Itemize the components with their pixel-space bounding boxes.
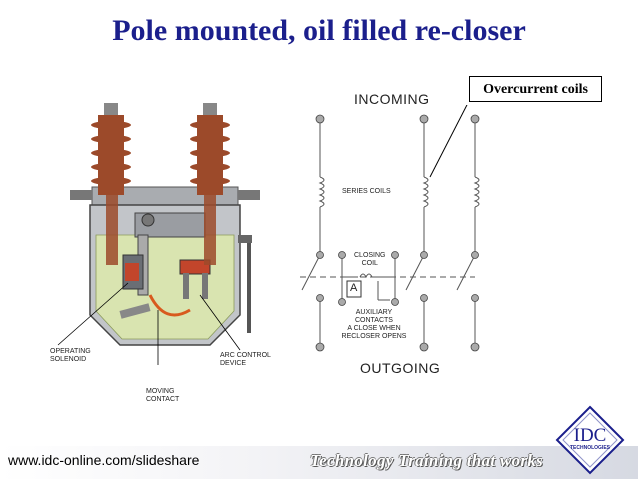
footer-tagline: Technology Training that works — [310, 451, 544, 470]
label-moving-contact: MOVING CONTACT — [146, 388, 180, 403]
slide-title: Pole mounted, oil filled re-closer — [112, 14, 526, 47]
label-series-coils: SERIES COILS — [342, 188, 391, 195]
footer-bar — [0, 446, 638, 479]
label-closing-coil: CLOSING COIL — [354, 252, 386, 267]
label-arc-control-device: ARC CONTROL DEVICE — [220, 352, 271, 367]
logo-subtext: TECHNOLOGIES — [569, 445, 610, 451]
coil-symbol-a: A — [350, 282, 358, 294]
label-auxiliary-contacts: AUXILIARY CONTACTS A CLOSE WHEN RECLOSER… — [341, 309, 407, 340]
label-outgoing: OUTGOING — [360, 360, 441, 376]
label-incoming: INCOMING — [354, 91, 430, 107]
recloser-illustration — [57, 103, 260, 365]
idc-logo-icon — [555, 405, 625, 475]
recloser-schematic — [300, 105, 480, 352]
label-operating-solenoid: OPERATING SOLENOID — [50, 348, 91, 363]
overcurrent-coils-callout: Overcurrent coils — [469, 76, 602, 102]
logo-text: IDC — [573, 425, 607, 446]
footer-url[interactable]: www.idc-online.com/slideshare — [8, 452, 200, 468]
